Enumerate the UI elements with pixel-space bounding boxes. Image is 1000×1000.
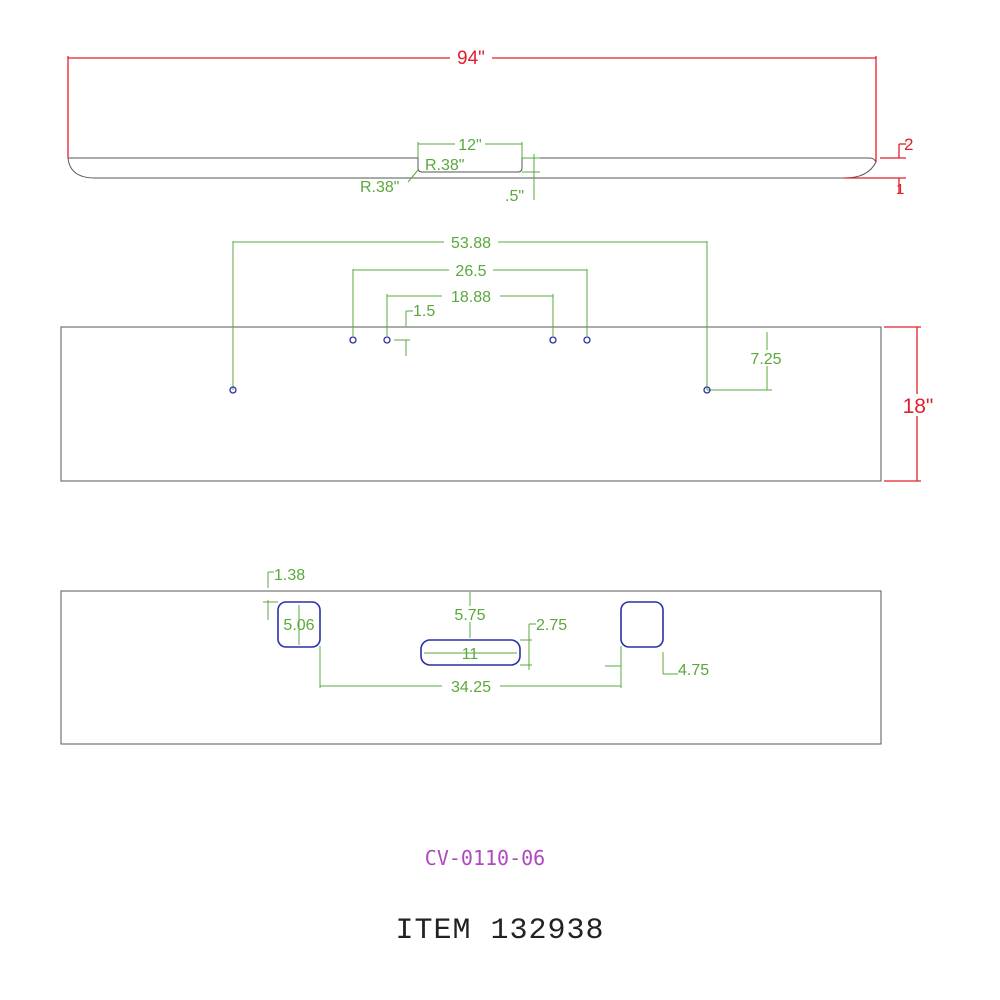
outer-hole-drop-label: 7.25 (750, 351, 781, 368)
mount-hole-middle-right (583, 336, 591, 344)
notch-radius-inner-label: R.38" (425, 157, 464, 174)
notch-label-bg (455, 136, 485, 150)
slot-width-label: 11 (462, 646, 479, 663)
notch-radius-outer-label: R.38" (360, 179, 399, 196)
end-rise-label: 2 (904, 135, 913, 154)
inner-holes-spacing-label: 18.88 (451, 289, 491, 306)
item-label: ITEM 132938 (395, 914, 604, 948)
slot-top-offset-label: 5.75 (454, 607, 485, 624)
square-size-label: 4.75 (678, 662, 709, 679)
part-number: CV-0110-06 (425, 846, 545, 870)
mount-hole-middle-left (349, 336, 357, 344)
slot-top-label-bg (446, 606, 494, 622)
cutout-view: 1.38 5.06 5.75 2.75 11 34.25 4.75 (60, 567, 882, 745)
front-view: 53.88 26.5 18.88 1.5 7.25 18" (60, 234, 938, 482)
mount-hole-outer-left (229, 386, 237, 394)
square-cutout-right (620, 601, 664, 648)
radius-leader (407, 169, 419, 183)
cutout-view-outline (60, 590, 882, 745)
middle-label-bg (449, 262, 493, 277)
square-height-label: 5.06 (283, 617, 314, 634)
outer-holes-spacing-label: 53.88 (451, 235, 491, 252)
height-label-bg (898, 394, 938, 416)
notch-width-label: 12" (458, 137, 481, 154)
drop-label-bg (744, 350, 788, 366)
square-spacing-label: 34.25 (451, 679, 491, 696)
spacing-label-bg (442, 678, 500, 694)
corner-offset-label: 1.38 (274, 567, 305, 584)
mount-hole-inner-right (549, 336, 557, 344)
slot-height-label: 2.75 (536, 617, 567, 634)
notch-depth-label: .5" (505, 188, 524, 205)
length-label-bg (450, 48, 492, 66)
slot-cutout (420, 639, 521, 666)
overall-length-label: 94" (457, 48, 485, 69)
end-base-label: 1 (896, 181, 904, 198)
height-label: 18" (903, 395, 934, 418)
mount-hole-outer-right (703, 386, 711, 394)
front-view-outline (60, 326, 882, 482)
middle-holes-spacing-label: 26.5 (455, 263, 486, 280)
square-cutout-left (277, 601, 321, 648)
hole-offset-label: 1.5 (413, 303, 435, 320)
top-view-outline (67, 157, 877, 179)
inner-label-bg (442, 288, 500, 303)
mount-hole-inner-left (383, 336, 391, 344)
top-view: 94" 12" R.38" R.38" .5" 2 1 (67, 48, 913, 205)
outer-label-bg (444, 234, 498, 249)
